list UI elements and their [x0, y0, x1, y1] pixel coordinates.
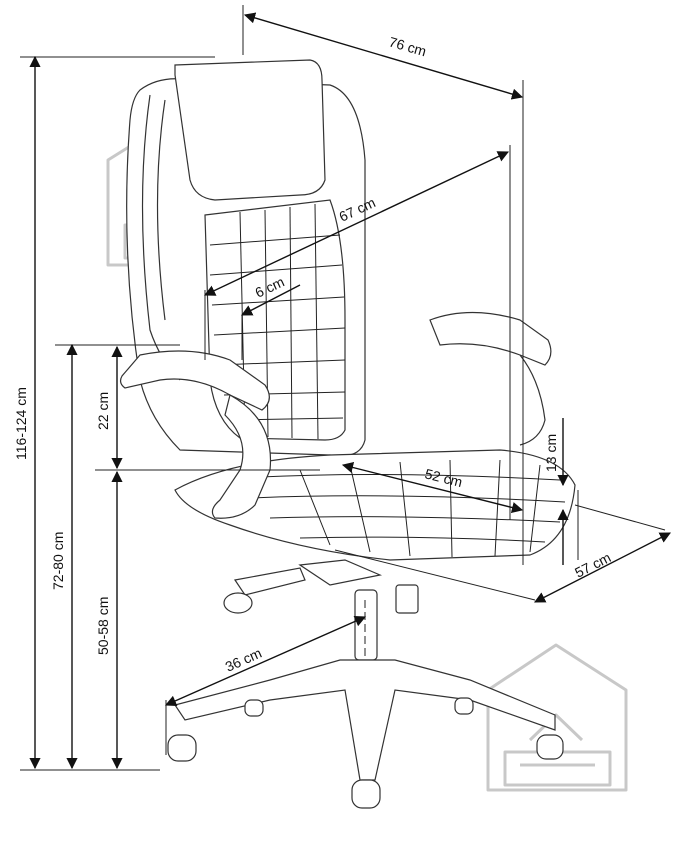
dimension-arrows: [29, 12, 671, 770]
label-armrest-height: 72-80 cm: [50, 532, 66, 590]
label-seat-height: 50-58 cm: [95, 597, 111, 655]
label-seat-thickness: 13 cm: [543, 434, 559, 472]
house-sofa-watermark-icon: [486, 643, 628, 792]
label-depth-total: 76 cm: [387, 34, 428, 60]
label-backrest-to-seat: 22 cm: [95, 392, 111, 430]
label-total-height: 116-124 cm: [13, 387, 29, 460]
office-chair-drawing: [119, 59, 576, 809]
